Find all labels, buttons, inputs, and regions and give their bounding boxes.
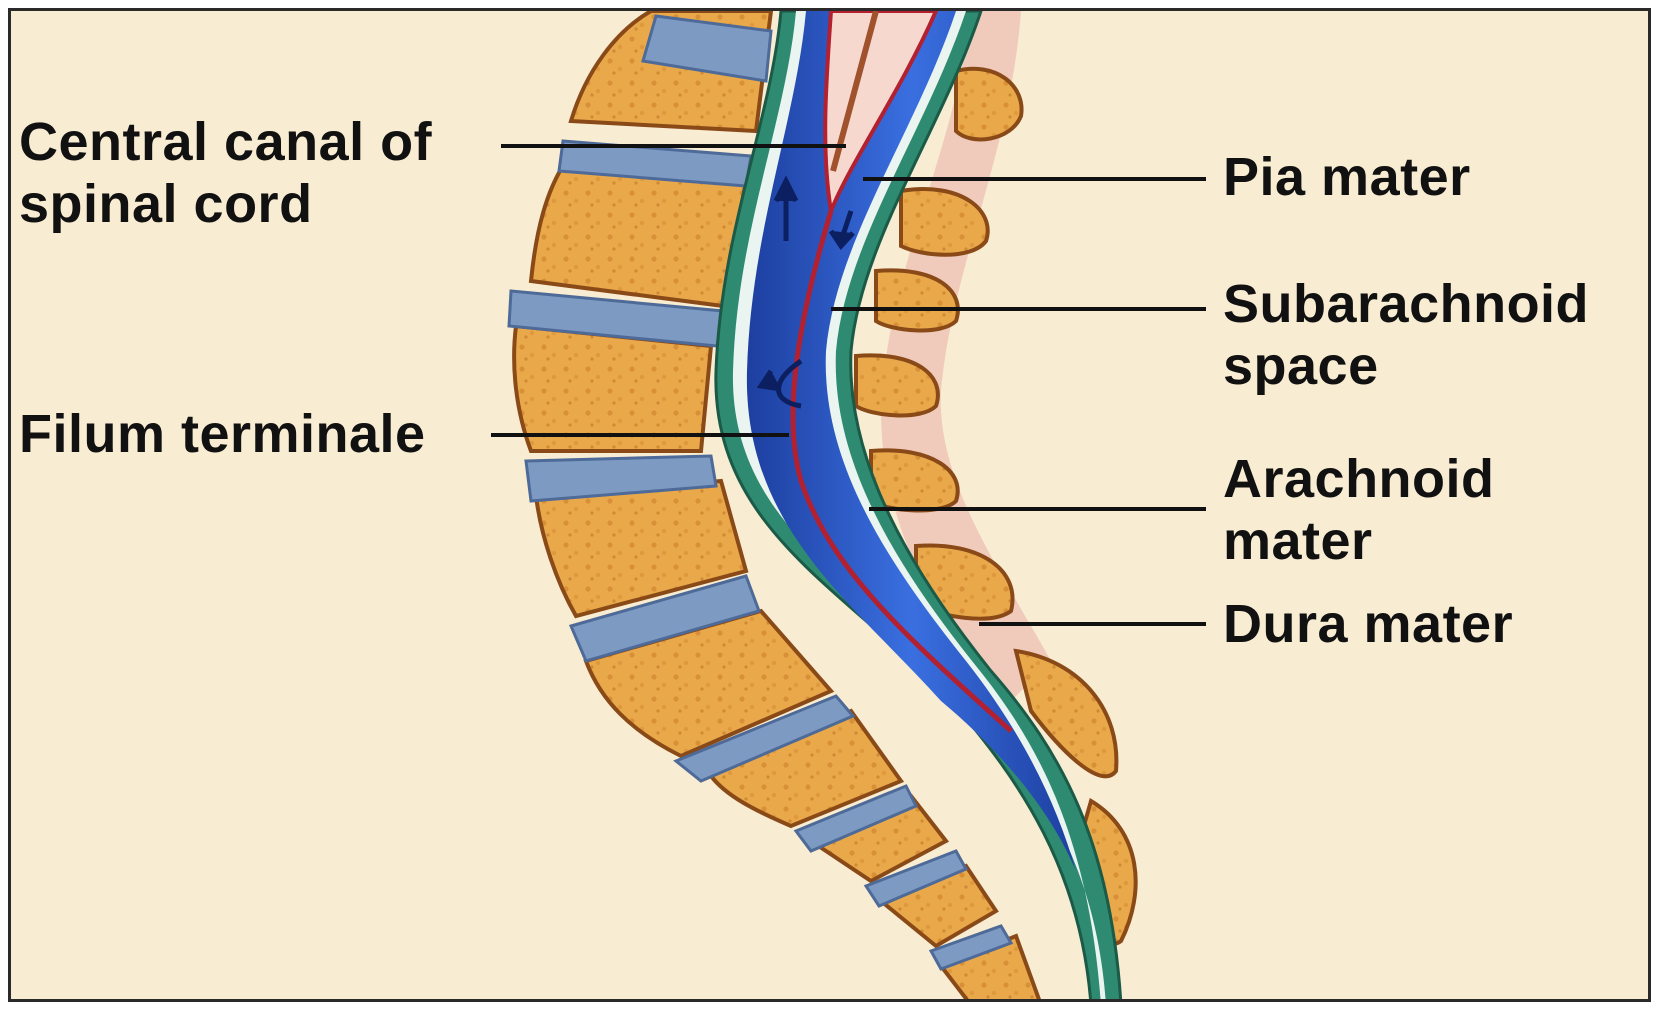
label-filum-terminale: Filum terminale [19, 403, 426, 465]
label-pia-mater: Pia mater [1223, 146, 1471, 208]
label-subarachnoid-space: Subarachnoid space [1223, 273, 1589, 397]
label-dura-mater: Dura mater [1223, 593, 1513, 655]
label-arachnoid-mater: Arachnoid mater [1223, 448, 1495, 572]
label-central-canal: Central canal of spinal cord [19, 111, 432, 235]
diagram-frame: Central canal of spinal cord Filum termi… [8, 8, 1651, 1002]
